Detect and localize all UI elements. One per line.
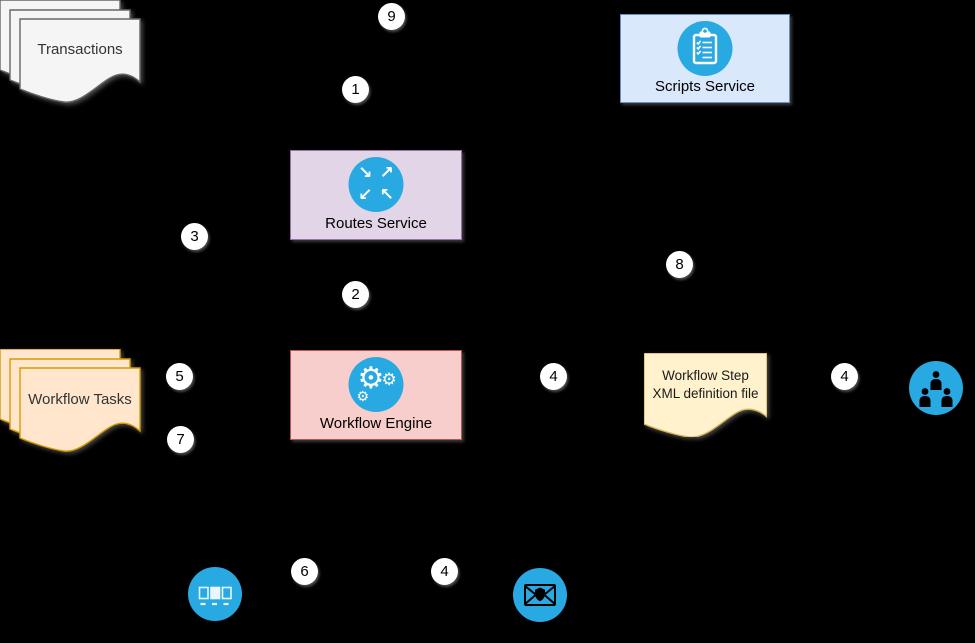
routes-service-label: Routes Service [325, 215, 427, 232]
arrow-up-right-icon: ↗ [379, 163, 394, 184]
gears-icon: ⚙ ⚙ ⚙ [348, 357, 404, 412]
step-badge-1: 1 [342, 76, 369, 103]
multi-document-shape [0, 0, 141, 103]
arrow-down-right-icon: ↘ [358, 163, 373, 184]
transactions-label: Transactions [37, 41, 123, 58]
workflow-tasks-label: Workflow Tasks [28, 390, 132, 408]
scripts-service-node: Scripts Service [620, 14, 790, 103]
gear-icon: ⚙ [356, 389, 370, 405]
gear-icon: ⚙ [357, 361, 385, 396]
document-shape [644, 353, 767, 437]
workflow-engine-label: Workflow Engine [319, 415, 433, 432]
arrow-up-left-icon: ↖ [379, 184, 394, 205]
step-badge-4a: 4 [540, 363, 567, 390]
clipboard-checklist-icon [677, 21, 733, 76]
users-group-icon [909, 361, 963, 420]
workflow-step-xml-document: Workflow Step XML definition file [644, 353, 767, 437]
workflow-step-xml-label-line2: XML definition file [652, 386, 759, 401]
step-badge-2: 2 [342, 281, 369, 308]
step-badge-9: 9 [378, 3, 405, 30]
multi-document-shape [0, 349, 141, 452]
step-badge-3: 3 [181, 223, 208, 250]
step-badge-4b: 4 [831, 363, 858, 390]
table-storage-icon [188, 567, 242, 626]
step-badge-4c: 4 [431, 558, 458, 585]
step-badge-7: 7 [167, 426, 194, 453]
step-badge-8: 8 [666, 251, 693, 278]
workflow-step-xml-label-line1: Workflow Step [662, 367, 749, 383]
gear-icon: ⚙ [381, 370, 397, 390]
step-badge-5: 5 [166, 363, 193, 390]
route-arrows-icon: ↘ ↗ ↙ ↖ [348, 157, 404, 212]
arrow-down-left-icon: ↙ [358, 184, 373, 205]
email-envelope-icon [513, 568, 567, 627]
workflow-engine-node: ⚙ ⚙ ⚙ Workflow Engine [290, 350, 462, 440]
scripts-service-label: Scripts Service [654, 78, 756, 95]
transactions-documents: Transactions [0, 0, 142, 122]
routes-service-node: ↘ ↗ ↙ ↖ Routes Service [290, 150, 462, 240]
workflow-tasks-documents: Workflow Tasks [0, 349, 142, 471]
step-badge-6: 6 [291, 558, 318, 585]
